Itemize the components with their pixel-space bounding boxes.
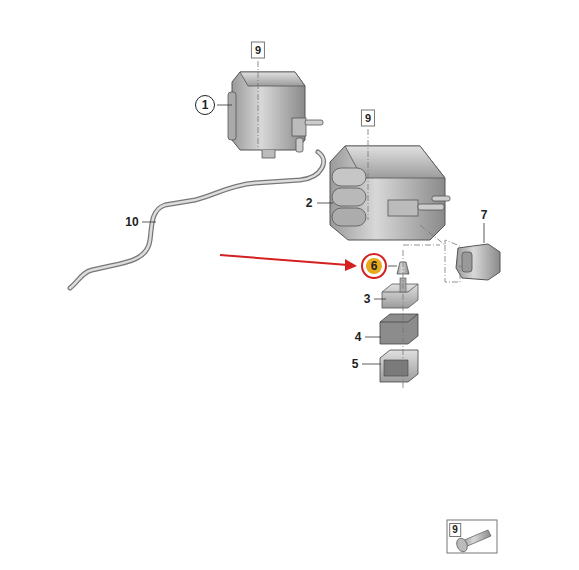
callout-number: 4 xyxy=(355,331,362,343)
electrical-connector xyxy=(456,244,500,280)
hose-highlight xyxy=(70,152,324,288)
callout-number: 2 xyxy=(306,197,313,209)
callout-number: 6 xyxy=(366,258,382,274)
callout-number: 9 xyxy=(449,523,461,537)
axis-lines xyxy=(258,61,460,390)
callout-number: 3 xyxy=(364,293,371,305)
callout-number: 9 xyxy=(251,42,265,59)
canister-1 xyxy=(228,72,323,158)
pointer-arrow xyxy=(220,255,357,271)
callout-number: 9 xyxy=(361,110,375,127)
holder xyxy=(380,350,418,382)
fastener-box xyxy=(447,520,497,553)
callout-number: 10 xyxy=(125,216,138,228)
damper-pad xyxy=(380,314,418,344)
bracket xyxy=(382,278,418,308)
callout-number: 1 xyxy=(195,95,215,115)
hose xyxy=(70,152,324,288)
canister-2 xyxy=(330,146,450,240)
callout-number: 7 xyxy=(481,209,488,221)
leader-lines xyxy=(142,105,484,364)
callout-number: 5 xyxy=(352,358,359,370)
